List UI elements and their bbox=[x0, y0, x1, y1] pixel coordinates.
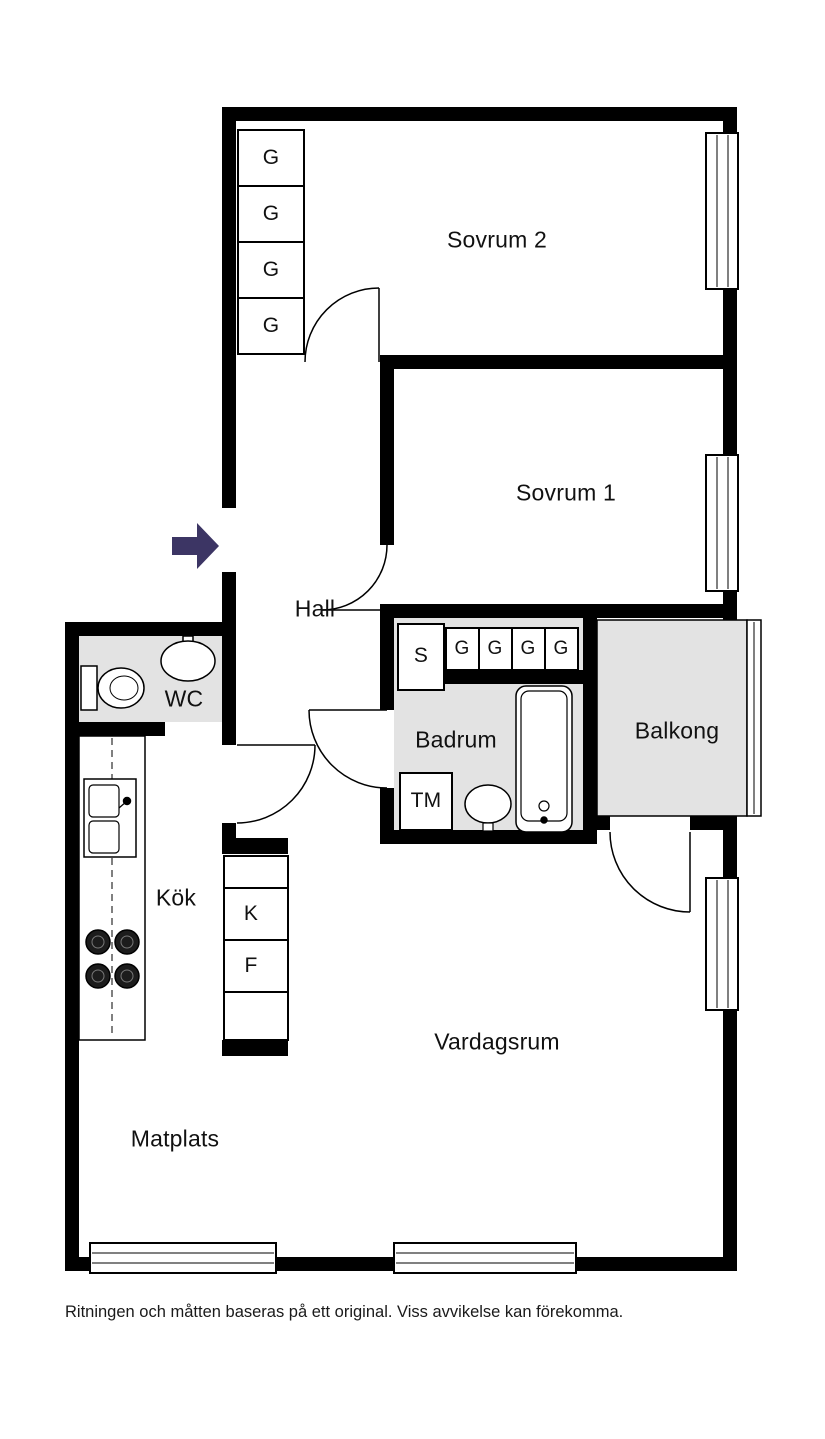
fridge-label: K bbox=[243, 902, 259, 925]
window-layer bbox=[89, 132, 739, 1274]
wardrobe-g-label: G bbox=[262, 146, 280, 169]
room-label-sovrum1: Sovrum 1 bbox=[515, 479, 617, 506]
door-sovrum1 bbox=[321, 544, 388, 611]
window-vardagsrum bbox=[705, 877, 739, 1011]
door-balkong bbox=[609, 831, 691, 913]
wardrobe-column-sovrum2 bbox=[237, 129, 305, 355]
room-label-badrum: Badrum bbox=[415, 726, 497, 753]
room-label-wc: WC bbox=[164, 685, 204, 712]
entry-arrow-icon bbox=[172, 523, 219, 569]
room-label-kok: Kök bbox=[155, 884, 197, 911]
balcony-railing bbox=[746, 619, 762, 817]
disclaimer-caption: Ritningen och måtten baseras på ett orig… bbox=[65, 1303, 624, 1321]
closet-s-box bbox=[397, 623, 445, 691]
door-layer bbox=[236, 287, 691, 913]
washing-machine-label: TM bbox=[410, 789, 442, 812]
wardrobe-g-label: G bbox=[262, 202, 280, 225]
window-matplats bbox=[89, 1242, 277, 1274]
room-label-matplats: Matplats bbox=[130, 1125, 220, 1152]
room-label-hall: Hall bbox=[294, 595, 336, 622]
wardrobe-g-label: G bbox=[487, 638, 503, 659]
door-hall-kitchen bbox=[236, 744, 316, 824]
bathtub-icon bbox=[515, 685, 573, 833]
closet-s-label: S bbox=[413, 644, 429, 667]
stove-icon bbox=[85, 929, 140, 989]
window-sovrum1 bbox=[705, 454, 739, 592]
washing-machine-box bbox=[399, 772, 453, 831]
fixture-layer bbox=[78, 635, 573, 1041]
freezer-label: F bbox=[244, 954, 258, 977]
wardrobe-g-label: G bbox=[262, 258, 280, 281]
kitchen-sink-icon bbox=[83, 778, 137, 858]
toilet-icon bbox=[80, 665, 145, 711]
wardrobe-g-label: G bbox=[262, 314, 280, 337]
door-badrum bbox=[308, 709, 388, 789]
wardrobe-g-label: G bbox=[454, 638, 470, 659]
wardrobe-g-label: G bbox=[520, 638, 536, 659]
window-vardagsrum-bottom bbox=[393, 1242, 577, 1274]
wardrobe-row-bath bbox=[445, 627, 579, 671]
room-label-sovrum2: Sovrum 2 bbox=[446, 226, 548, 253]
door-sovrum2 bbox=[304, 287, 380, 363]
bath-sink-icon bbox=[464, 784, 512, 832]
window-sovrum2 bbox=[705, 132, 739, 290]
balcony-floor bbox=[596, 619, 748, 817]
room-label-vardagsrum: Vardagsrum bbox=[434, 1028, 560, 1055]
cabinet-layer bbox=[223, 129, 579, 1041]
wc-sink-icon bbox=[160, 635, 216, 682]
fridge-freezer-column bbox=[223, 855, 289, 1041]
room-label-balkong: Balkong bbox=[634, 717, 720, 744]
wardrobe-g-label: G bbox=[553, 638, 569, 659]
